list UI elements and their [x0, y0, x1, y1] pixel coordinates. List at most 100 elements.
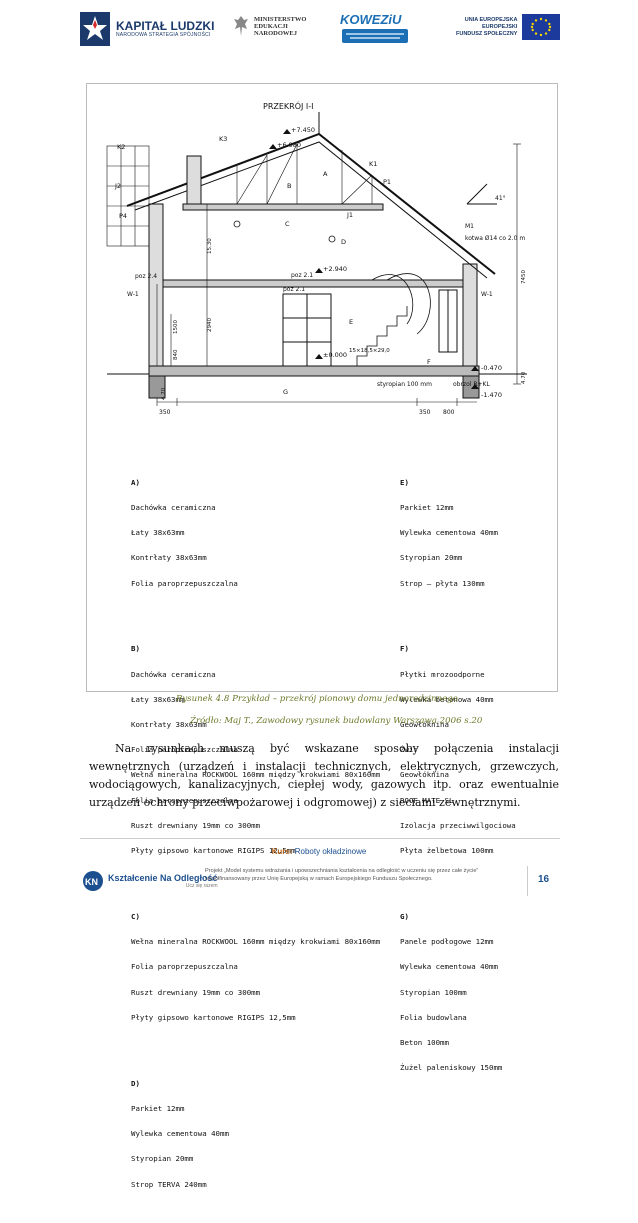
svg-text:KN: KN	[85, 877, 98, 887]
spec-line: Folia paroprzepuszczalna	[131, 578, 238, 588]
elevation-minus-1470: -1.470	[481, 391, 502, 399]
elevation-6980: +6.980	[277, 141, 301, 149]
label-section-c: C	[285, 220, 290, 228]
spec-line: Dachówka ceramiczna	[131, 502, 216, 512]
spec-line: Żużel paleniskowy 150mm	[400, 1063, 503, 1073]
dim-1530: 15.30	[207, 238, 213, 254]
spec-line: Styropian 20mm	[131, 1154, 194, 1164]
dim-800: 800	[443, 409, 455, 416]
eu-line-2: EUROPEJSKI	[481, 23, 518, 30]
spec-line: Styropian 20mm	[400, 553, 463, 563]
spec-line: Kontrłaty 38x63mm	[131, 553, 207, 563]
spec-line: Parkiet 12mm	[131, 1103, 185, 1113]
spec-c-head: C)	[131, 911, 140, 921]
spec-g-head: G)	[400, 911, 409, 921]
spec-line: Ruszt drewniany 19mm co 300mm	[131, 987, 261, 997]
spec-e-head: E)	[400, 477, 409, 487]
technical-drawing-frame: PRZEKRÓJ I-I +7.450 +6.980 +2.940 ±0.000…	[86, 83, 558, 1188]
house-cross-section-drawing: PRZEKRÓJ I-I +7.450 +6.980 +2.940 ±0.000…	[106, 100, 527, 416]
label-roof-angle: 41°	[495, 195, 506, 202]
ministry-line-2: EDUKACJI	[254, 22, 288, 30]
body-paragraph: Na rysunkach muszą być wskazane sposoby …	[89, 742, 559, 809]
label-p1: P1	[383, 178, 391, 186]
dim-470-right: 4.70	[521, 371, 527, 384]
spec-line: Łaty 38x63mm	[131, 694, 185, 704]
kno-logo-icon: KN	[83, 871, 103, 891]
label-poz21-top: poz 2.1	[291, 272, 313, 279]
footer-divider	[80, 838, 560, 839]
spec-f-head: F)	[400, 644, 409, 654]
kapital-ludzki-logo: KAPITAŁ LUDZKI NARODOWA STRATEGIA SPÓJNO…	[80, 12, 214, 46]
kapital-ludzki-subtitle: NARODOWA STRATEGIA SPÓJNOŚCI	[116, 32, 211, 38]
label-anchor: kotwa Ø14 co 2.0 m	[465, 235, 525, 242]
spec-line: Strop – płyta 130mm	[400, 578, 485, 588]
spec-line: Ruszt drewniany 19mm co 300mm	[131, 820, 261, 830]
elevation-2940: +2.940	[323, 265, 347, 273]
spec-line: Żwir	[400, 745, 418, 755]
spec-line: Geowłóknina	[400, 770, 449, 780]
label-j1: J1	[346, 211, 353, 219]
spec-line: Wylewka betonowa 40mm	[400, 694, 494, 704]
course-name: Roboty okładzinowe	[294, 847, 367, 856]
label-j2: J2	[114, 182, 121, 190]
kowezu-title: KOWEZiU	[340, 12, 402, 27]
eagle-emblem-icon	[234, 16, 248, 36]
dim-1500: 1500	[173, 320, 179, 334]
label-section-d: D	[341, 238, 346, 246]
kowezu-logo: KOWEZiU	[340, 12, 410, 45]
figure-source: Źródło: Maj T., Zawodowy rysunek budowla…	[190, 716, 483, 726]
label-section-a: A	[323, 170, 328, 178]
label-styropian: styropian 100 mm	[377, 381, 432, 388]
label-obrzol: obrzol R+KL	[453, 381, 490, 388]
label-p4: P4	[119, 212, 127, 220]
label-m1: M1	[465, 223, 474, 230]
dim-840: 840	[173, 349, 179, 360]
spec-line: Płytki mrozoodporne	[400, 669, 485, 679]
spec-line: Folia budowlana	[400, 1012, 467, 1022]
figure-caption: Rysunek 4.8 Przykład – przekrój pionowy …	[176, 694, 458, 704]
footer-separator	[527, 866, 528, 896]
spec-line: Wylewka cementowa 40mm	[400, 962, 498, 972]
label-section-g: G	[283, 388, 288, 396]
spec-line: Łaty 38x63mm	[131, 528, 185, 538]
label-poz21-bottom: poz 2.1	[283, 286, 305, 293]
label-section-b: B	[287, 182, 291, 190]
spec-line: Panele podłogowe 12mm	[400, 937, 494, 947]
kno-logo: KN Kształcenie Na Odległość Ucz się raze…	[82, 870, 218, 892]
label-poz24: poz 2.4	[135, 273, 157, 280]
spec-b-head: B)	[131, 644, 140, 654]
eu-line-3: FUNDUSZ SPOŁECZNY	[456, 30, 518, 37]
spec-line: Parkiet 12mm	[400, 502, 454, 512]
page-number: 16	[538, 874, 550, 885]
elevation-minus-0470: -0.470	[481, 364, 502, 372]
ministry-line-1: MINISTERSTWO	[254, 15, 307, 23]
spec-line: Folia paroprzepuszczalna	[131, 745, 238, 755]
spec-line: Wełna mineralna ROCKWOOL 160mm między kr…	[131, 937, 381, 947]
spec-line: Folia paroprzepuszczalna	[131, 795, 238, 805]
footer-course: Kurs: Roboty okładzinowe	[0, 847, 638, 856]
ministry-logo: MINISTERSTWO EDUKACJI NARODOWEJ	[232, 14, 306, 38]
dim-2940: 2940	[207, 318, 213, 332]
spec-a-head: A)	[131, 477, 140, 487]
spec-line: Izolacja przeciwwilgociowa	[400, 820, 516, 830]
spec-e: E) Parkiet 12mm Wylewka cementowa 40mm S…	[400, 462, 516, 605]
spec-b: B) Dachówka ceramiczna Łaty 38x63mm Kont…	[131, 629, 380, 873]
label-k2: K2	[117, 143, 125, 151]
spec-line: Beton 100mm	[400, 1038, 449, 1048]
label-w1-right: W-1	[481, 291, 493, 298]
spec-f: F) Płytki mrozoodporne Wylewka betonowa …	[400, 629, 516, 873]
label-w1-left: W-1	[127, 291, 139, 298]
label-stairs: 15×18,5×29,0	[349, 348, 390, 354]
ministry-line-3: NARODOWEJ	[254, 29, 297, 37]
body-paragraph-container: Na rysunkach muszą być wskazane sposoby …	[89, 740, 559, 812]
eu-line-1: UNIA EUROPEJSKA	[464, 16, 518, 23]
spec-line: Płyta żelbetowa 100mm	[400, 846, 494, 856]
label-section-e: E	[349, 318, 353, 326]
elevation-0000: ±0.000	[323, 351, 347, 359]
spec-g: G) Panele podłogowe 12mm Wylewka cemento…	[400, 896, 516, 1089]
kapital-ludzki-star-icon	[80, 12, 110, 46]
label-k3: K3	[219, 135, 227, 143]
spec-line: Geowłóknina	[400, 720, 449, 729]
spec-line: Strop TERVA 240mm	[131, 1179, 207, 1189]
spec-line: ROOF MATE SL	[400, 795, 454, 805]
